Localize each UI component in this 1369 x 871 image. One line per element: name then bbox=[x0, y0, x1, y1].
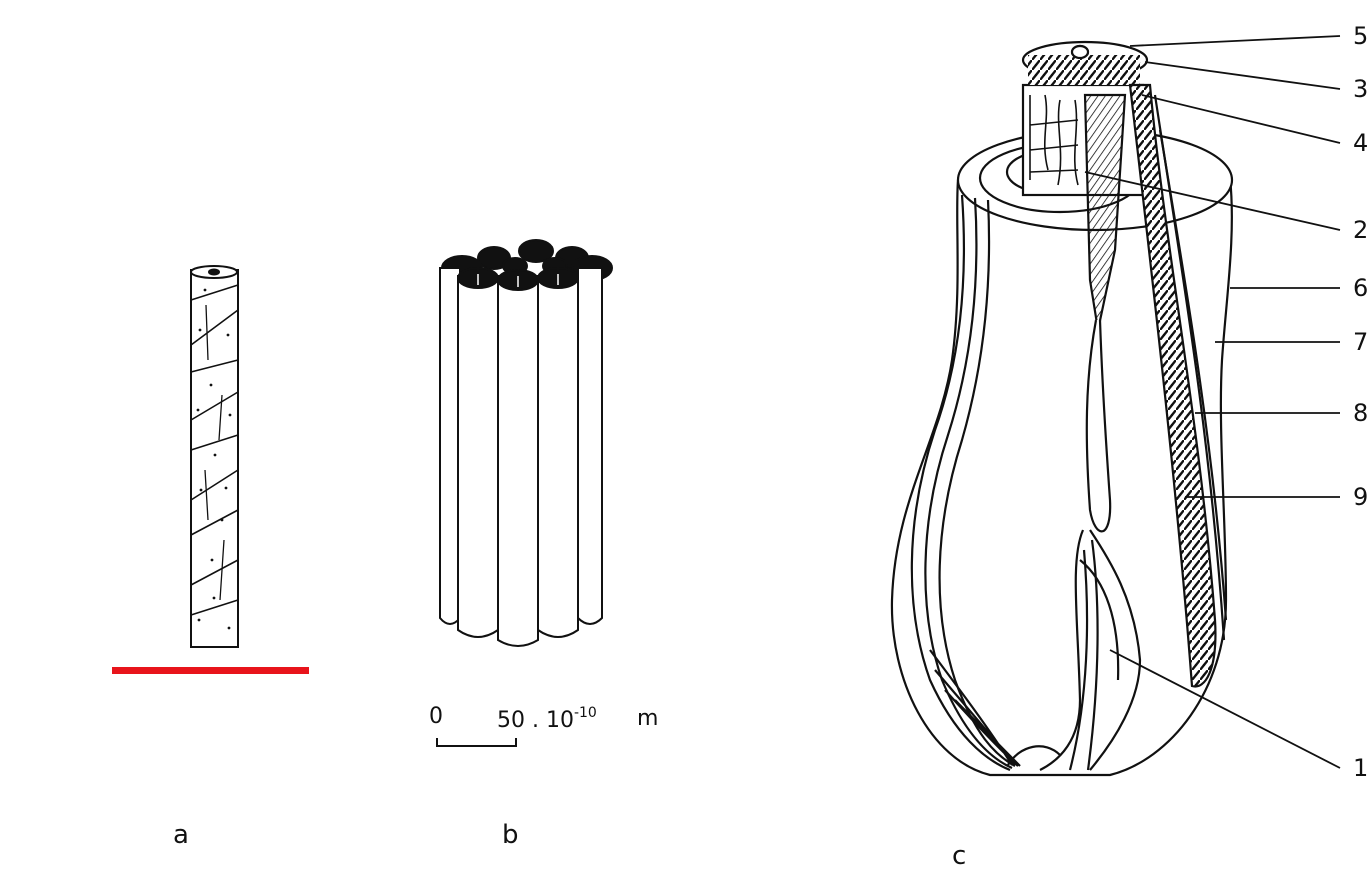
callout-number: 1 bbox=[1353, 756, 1368, 780]
callout-number: 9 bbox=[1353, 485, 1368, 509]
fibril-a-drawing bbox=[191, 266, 238, 647]
callout-number: 3 bbox=[1353, 77, 1368, 101]
callout-number: 6 bbox=[1353, 276, 1368, 300]
scale-bar bbox=[437, 738, 516, 746]
scale-unit: m bbox=[637, 708, 658, 730]
panel-label-b: b bbox=[502, 822, 519, 848]
scale-exponent: -10 bbox=[574, 705, 597, 721]
callout-number: 7 bbox=[1353, 330, 1368, 354]
highlight-bar bbox=[112, 667, 309, 674]
scale-value: 50 . 10-10 bbox=[497, 706, 597, 732]
callout-number: 8 bbox=[1353, 401, 1368, 425]
microfibril-bundle-drawing bbox=[440, 240, 612, 646]
callout-number: 2 bbox=[1353, 218, 1368, 242]
callout-number: 4 bbox=[1353, 131, 1368, 155]
scale-zero: 0 bbox=[429, 706, 443, 728]
callout-number: 5 bbox=[1353, 24, 1368, 48]
panel-label-c: c bbox=[952, 843, 966, 869]
panel-label-a: a bbox=[173, 822, 189, 848]
hair-follicle-drawing bbox=[892, 42, 1232, 775]
